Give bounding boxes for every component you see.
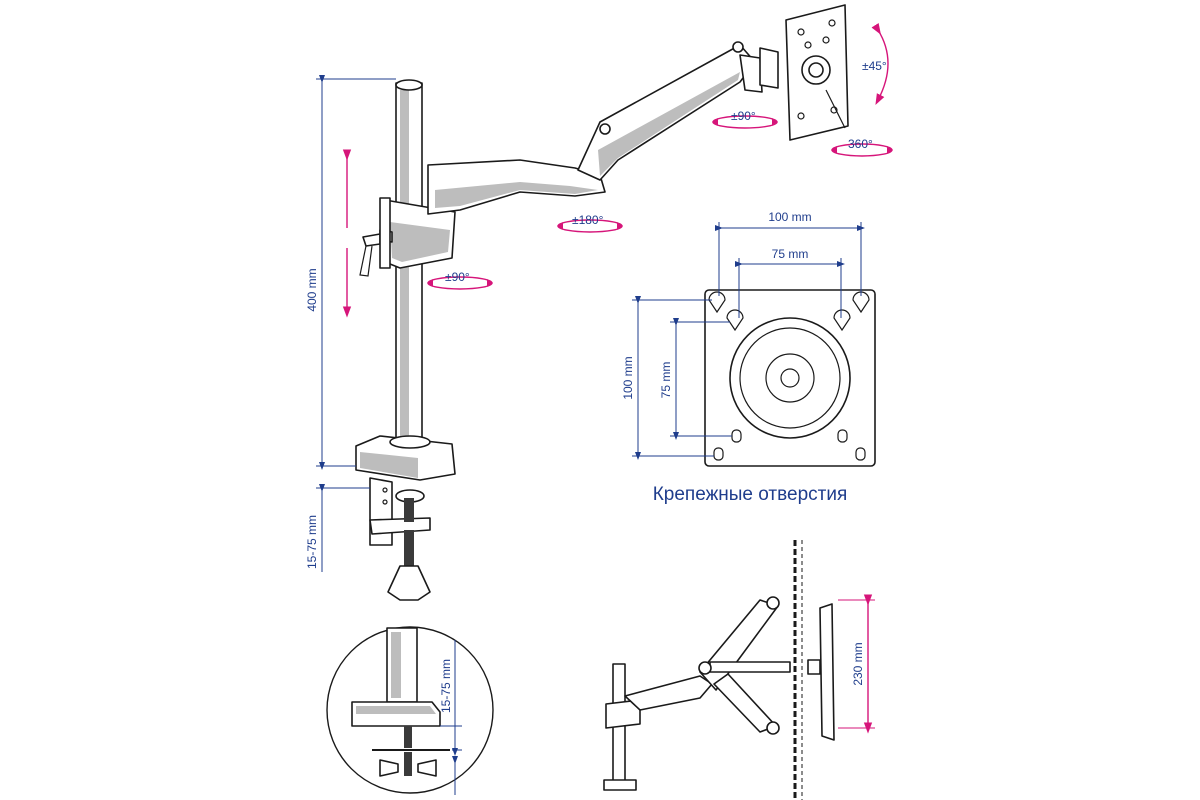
vesa-inner-width-label: 75 mm: [772, 247, 809, 261]
clamp: [369, 477, 393, 546]
svg-text:±45°: ±45°: [862, 59, 887, 73]
rotate-indicator: 360°: [831, 137, 893, 157]
svg-text:±180°: ±180°: [572, 213, 604, 227]
arm-swivel-indicator: ±180°: [557, 213, 623, 233]
tilt-indicator: ±45°: [862, 23, 889, 105]
pole-height-label: 400 mm: [305, 268, 319, 311]
head-swivel-indicator: ±90°: [712, 109, 778, 129]
main-mount-drawing: [342, 4, 849, 601]
mounting-holes-caption: Крепежные отверстия: [653, 484, 848, 505]
vesa-outer-width-label: 100 mm: [768, 210, 811, 224]
clamp-detail: [326, 626, 494, 794]
base-swivel-indicator: ±90°: [427, 270, 493, 290]
vesa-hole-pattern: [704, 289, 876, 467]
height-adjust-label: 230 mm: [851, 642, 865, 685]
vesa-inner-height-label: 75 mm: [659, 362, 673, 399]
side-view-drawing: [603, 540, 835, 800]
svg-text:±90°: ±90°: [445, 270, 470, 284]
svg-text:±90°: ±90°: [731, 109, 756, 123]
clamp-range-label: 15-75 mm: [305, 515, 319, 569]
svg-text:360°: 360°: [848, 137, 873, 151]
vesa-outer-height-label: 100 mm: [621, 356, 635, 399]
detail-clamp-range-label: 15-75 mm: [439, 659, 453, 713]
